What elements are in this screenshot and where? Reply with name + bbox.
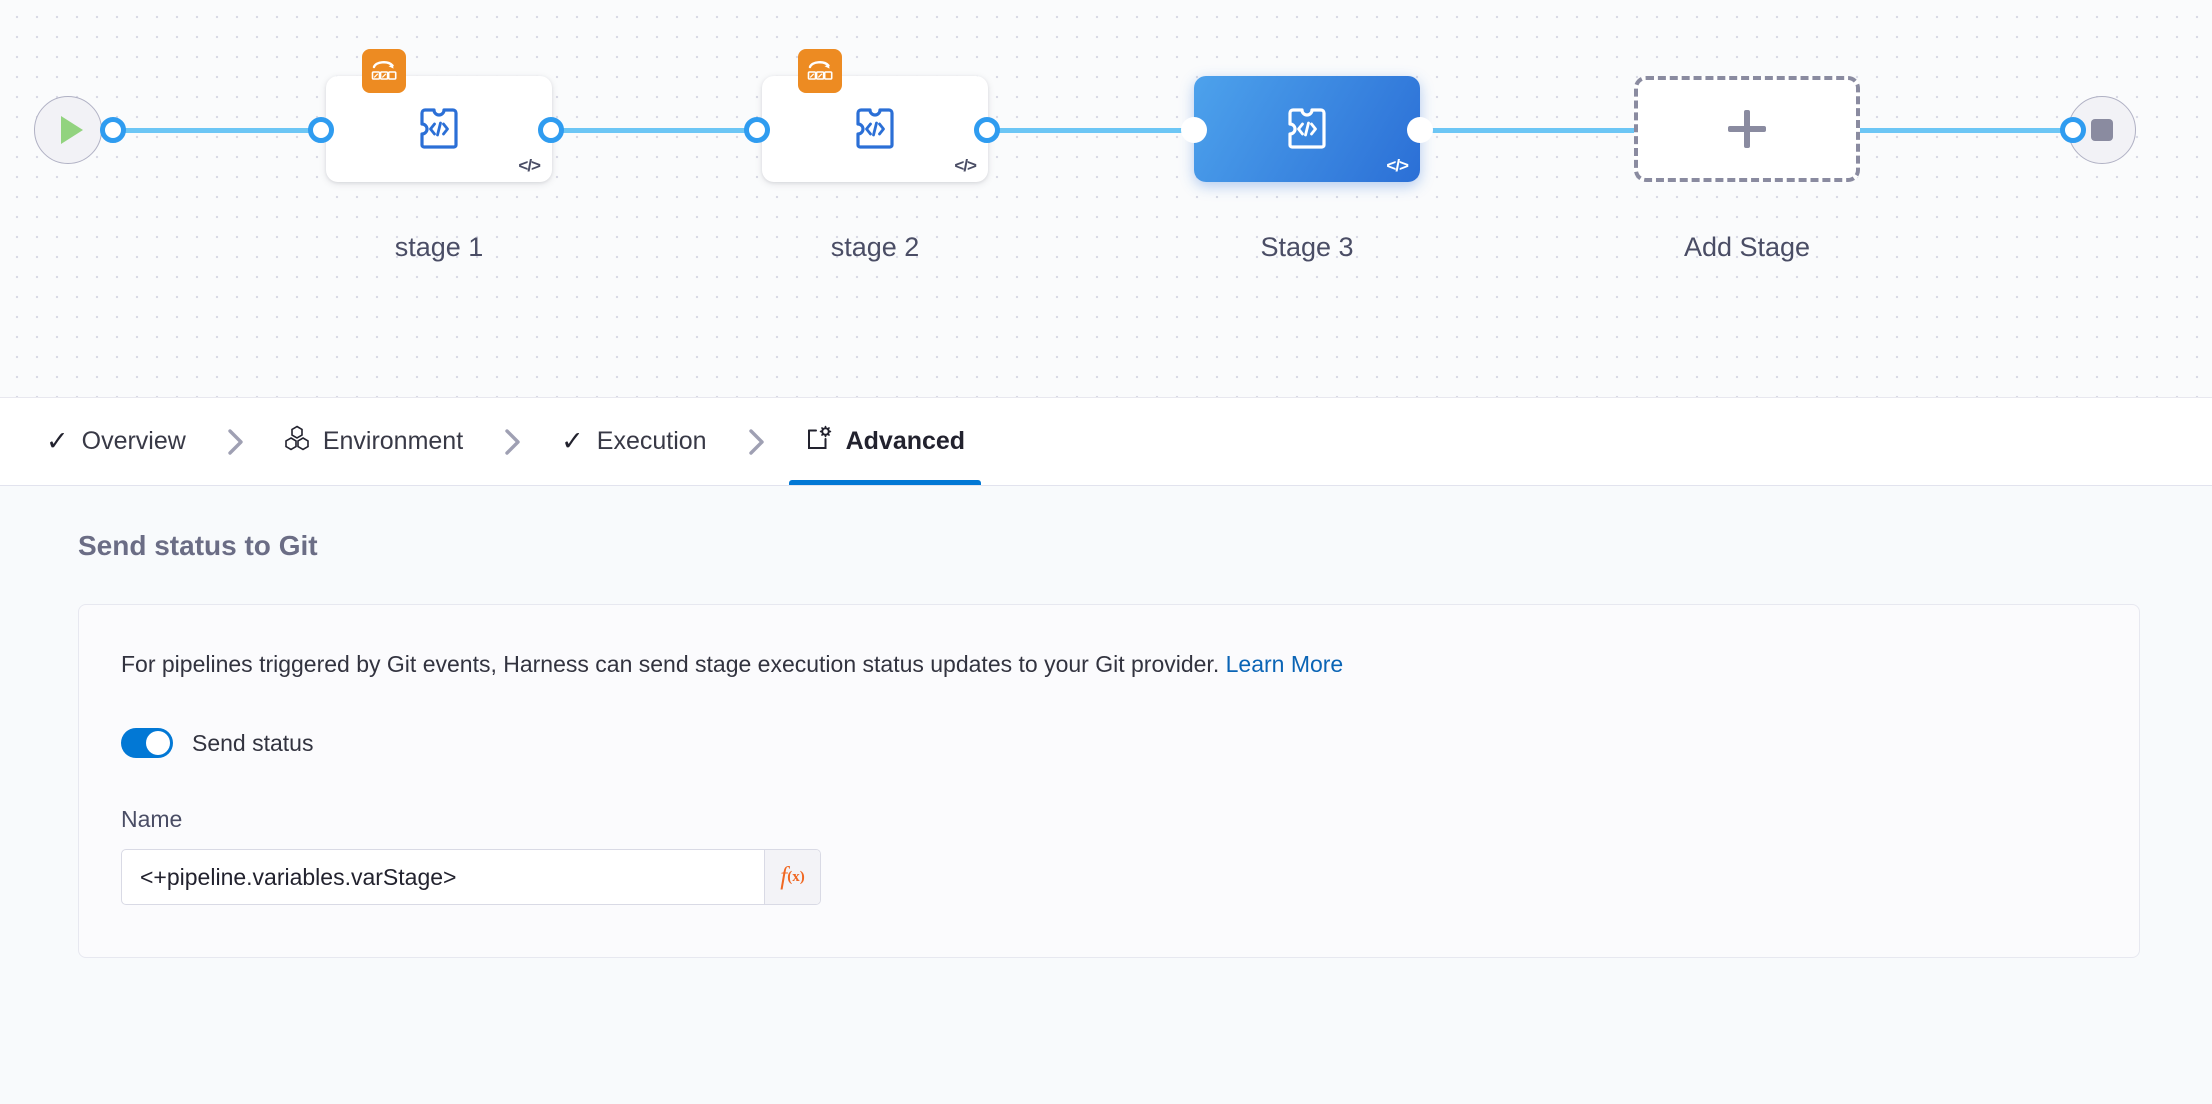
custom-stage-icon [1288, 108, 1326, 149]
name-input[interactable] [122, 850, 764, 904]
stop-icon [2091, 119, 2113, 141]
advanced-gear-icon [805, 425, 833, 458]
send-status-to-git-card: For pipelines triggered by Git events, H… [78, 604, 2140, 958]
tab-label: Execution [596, 427, 707, 455]
port-start-out[interactable] [100, 117, 126, 143]
learn-more-link[interactable]: Learn More [1225, 651, 1344, 677]
name-field-label: Name [121, 806, 183, 832]
card-description-text: For pipelines triggered by Git events, H… [121, 651, 1220, 677]
custom-stage-icon [856, 108, 894, 149]
stage-code-glyph: </> [1386, 156, 1409, 175]
matrix-strategy-icon [798, 49, 842, 93]
add-stage-button[interactable] [1634, 76, 1860, 182]
check-icon: ✓ [46, 426, 69, 456]
send-status-toggle-row: Send status [121, 728, 2097, 758]
tab-execution[interactable]: ✓ Execution [545, 398, 722, 485]
pipeline-canvas[interactable]: </> stage 1 </> stage 2 </> [0, 0, 2212, 398]
card-description: For pipelines triggered by Git events, H… [121, 651, 2097, 678]
tab-environment[interactable]: Environment [268, 398, 479, 485]
tab-label: Advanced [845, 427, 966, 455]
connector-stage2-stage3 [982, 128, 1202, 133]
expression-fx-button[interactable]: f(x) [764, 850, 820, 904]
stage-node-1[interactable]: </> [326, 49, 552, 182]
send-status-toggle[interactable] [121, 728, 173, 758]
fx-label: f [780, 863, 788, 890]
connector-stage1-stage2 [546, 128, 776, 133]
port-stage2-out[interactable] [974, 117, 1000, 143]
tab-label: Overview [81, 427, 186, 455]
stage-node-2[interactable]: </> [762, 49, 988, 182]
advanced-panel: Send status to Git For pipelines trigger… [0, 486, 2212, 1104]
connector-start-stage1 [110, 128, 330, 133]
connector-addstage-end [1852, 128, 2080, 133]
stage-label-3: Stage 3 [1260, 232, 1354, 262]
fx-sub: (x) [787, 868, 805, 885]
pipeline-start-node[interactable] [34, 96, 102, 164]
toggle-knob [146, 731, 170, 755]
port-stage2-in[interactable] [744, 117, 770, 143]
hexagon-cluster-icon [284, 425, 310, 458]
name-field-wrapper: f(x) [121, 849, 821, 905]
port-stage3-in[interactable] [1181, 117, 1207, 143]
chevron-right-icon [202, 398, 268, 485]
connector-stage3-addstage [1418, 128, 1648, 133]
port-stage1-in[interactable] [308, 117, 334, 143]
send-status-toggle-label: Send status [192, 729, 314, 756]
plus-icon-vertical [1744, 110, 1750, 148]
custom-stage-icon [420, 108, 458, 149]
stage-label-1: stage 1 [394, 232, 484, 262]
play-icon [61, 116, 83, 144]
tab-label: Environment [322, 427, 464, 455]
port-stage3-out[interactable] [1407, 117, 1433, 143]
check-icon: ✓ [561, 426, 584, 456]
add-stage-label: Add Stage [1683, 232, 1811, 262]
port-stage1-out[interactable] [538, 117, 564, 143]
chevron-right-icon [723, 398, 789, 485]
stage-code-glyph: </> [954, 156, 977, 175]
stage-code-glyph: </> [518, 156, 541, 175]
tab-overview[interactable]: ✓ Overview [30, 398, 202, 485]
chevron-right-icon [479, 398, 545, 485]
page-title: Send status to Git [78, 530, 318, 561]
stage-config-tabbar: ✓ Overview Environment ✓ Execution [0, 398, 2212, 486]
matrix-strategy-icon [362, 49, 406, 93]
port-end-in[interactable] [2060, 117, 2086, 143]
stage-label-2: stage 2 [830, 232, 920, 262]
tab-advanced[interactable]: Advanced [788, 398, 982, 485]
stage-node-3[interactable]: </> [1194, 76, 1420, 182]
